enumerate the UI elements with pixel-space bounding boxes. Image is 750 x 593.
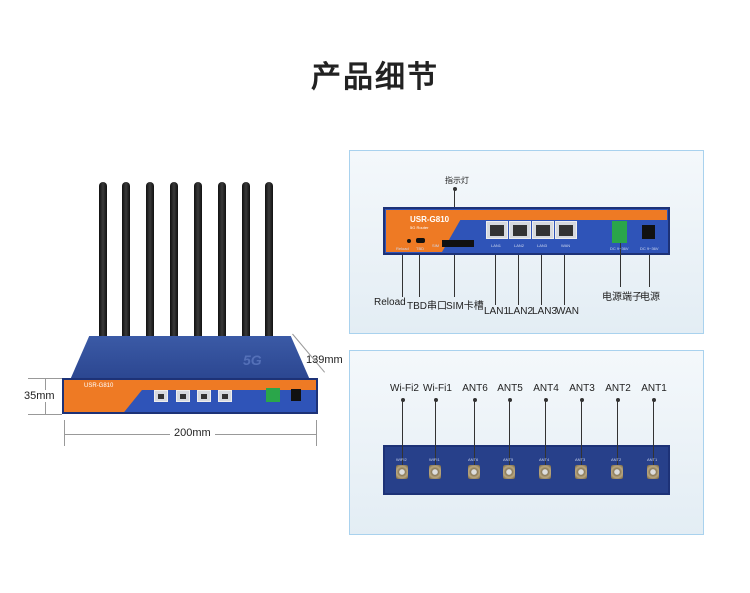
router-rear	[383, 445, 670, 495]
label-power: 电源	[640, 292, 660, 303]
antenna-connector-icon	[539, 465, 551, 479]
antenna-label: ANT5	[497, 383, 523, 394]
antenna	[218, 182, 226, 340]
antenna-connector-icon	[503, 465, 515, 479]
antenna-connector-icon	[611, 465, 623, 479]
antenna	[194, 182, 202, 340]
label-lan1: LAN1	[484, 306, 510, 317]
brand-mark: 5G	[243, 352, 262, 368]
antenna-label: ANT1	[641, 383, 667, 394]
front-panel-diagram: 指示灯 USR-G810 5G Router Reload TBD串口 SIM卡…	[349, 150, 704, 334]
label-tbd-serial: TBD串口	[407, 301, 447, 312]
label-wan: WAN	[556, 306, 579, 317]
antenna-label: ANT6	[462, 383, 488, 394]
antenna	[99, 182, 107, 340]
antenna	[122, 182, 130, 340]
antenna-connector-icon	[647, 465, 659, 479]
antenna-label: Wi-Fi1	[423, 383, 452, 394]
antenna-connector-icon	[396, 465, 408, 479]
router-top	[70, 336, 310, 380]
antenna	[242, 182, 250, 340]
model-label: USR-G810	[84, 383, 114, 389]
router-photo: 5G USR-G810 35mm 139mm 200mm	[0, 0, 343, 460]
antenna	[170, 182, 178, 340]
antenna-connector-icon	[468, 465, 480, 479]
label-lan3: LAN3	[532, 306, 558, 317]
antenna-label: ANT3	[569, 383, 595, 394]
antenna-connector-icon	[429, 465, 441, 479]
label-reload: Reload	[374, 297, 406, 308]
width-dimension: 200mm	[170, 427, 215, 439]
page-title: 产品细节	[311, 60, 439, 95]
indicator-label: 指示灯	[445, 176, 469, 185]
label-sim-slot: SIM卡槽	[446, 301, 484, 312]
label-lan2: LAN2	[508, 306, 534, 317]
depth-dimension: 139mm	[306, 354, 343, 366]
label-power-terminal: 电源端子	[602, 292, 642, 303]
antenna	[146, 182, 154, 340]
antenna-connector-icon	[575, 465, 587, 479]
antenna-label: Wi-Fi2	[390, 383, 419, 394]
antenna-label: ANT2	[605, 383, 631, 394]
height-dimension: 35mm	[24, 390, 55, 402]
antenna-label: ANT4	[533, 383, 559, 394]
antenna	[265, 182, 273, 340]
